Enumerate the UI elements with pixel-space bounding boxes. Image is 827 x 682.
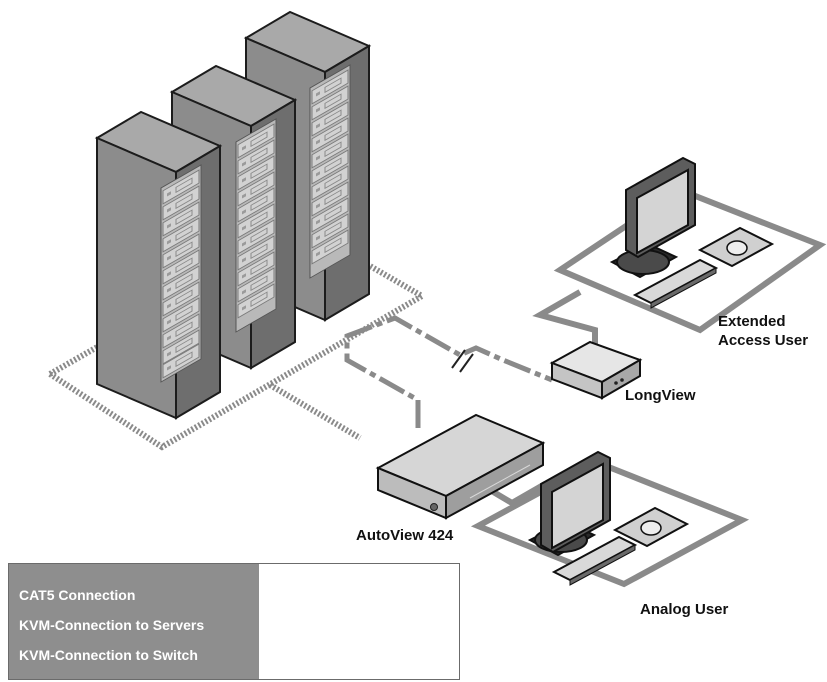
legend-item-cat5: CAT5 Connection <box>19 587 136 603</box>
kvm-server-connection-line <box>48 263 428 451</box>
legend-labels: CAT5 Connection KVM-Connection to Server… <box>9 564 259 679</box>
extended-user-label: Extended Access User <box>718 312 808 350</box>
cat5-connection-line <box>344 315 553 428</box>
kvm-server-connection-line <box>48 331 122 377</box>
kvm-switch-connection-line <box>532 289 598 348</box>
kvm-server-to-switch-line <box>268 382 362 441</box>
cable-break-mark <box>459 353 474 373</box>
longview-label: LongView <box>625 387 696 404</box>
autoview-switch <box>375 413 546 520</box>
legend-item-kvm-servers: KVM-Connection to Servers <box>19 617 205 633</box>
autoview-label: AutoView 424 <box>356 527 454 544</box>
longview-device <box>549 340 643 400</box>
analog-user-label: Analog User <box>640 601 729 618</box>
extended-user-workstation <box>553 156 827 334</box>
legend: CAT5 Connection KVM-Connection to Server… <box>8 563 460 680</box>
extended-user-label-line2: Access User <box>718 332 809 349</box>
server-rack <box>94 110 223 420</box>
analog-user-workstation <box>470 450 750 588</box>
cable-break-mark <box>451 349 466 369</box>
extended-user-label-line1: Extended <box>718 313 786 330</box>
legend-samples <box>259 564 459 679</box>
legend-item-kvm-switch: KVM-Connection to Switch <box>19 647 198 663</box>
